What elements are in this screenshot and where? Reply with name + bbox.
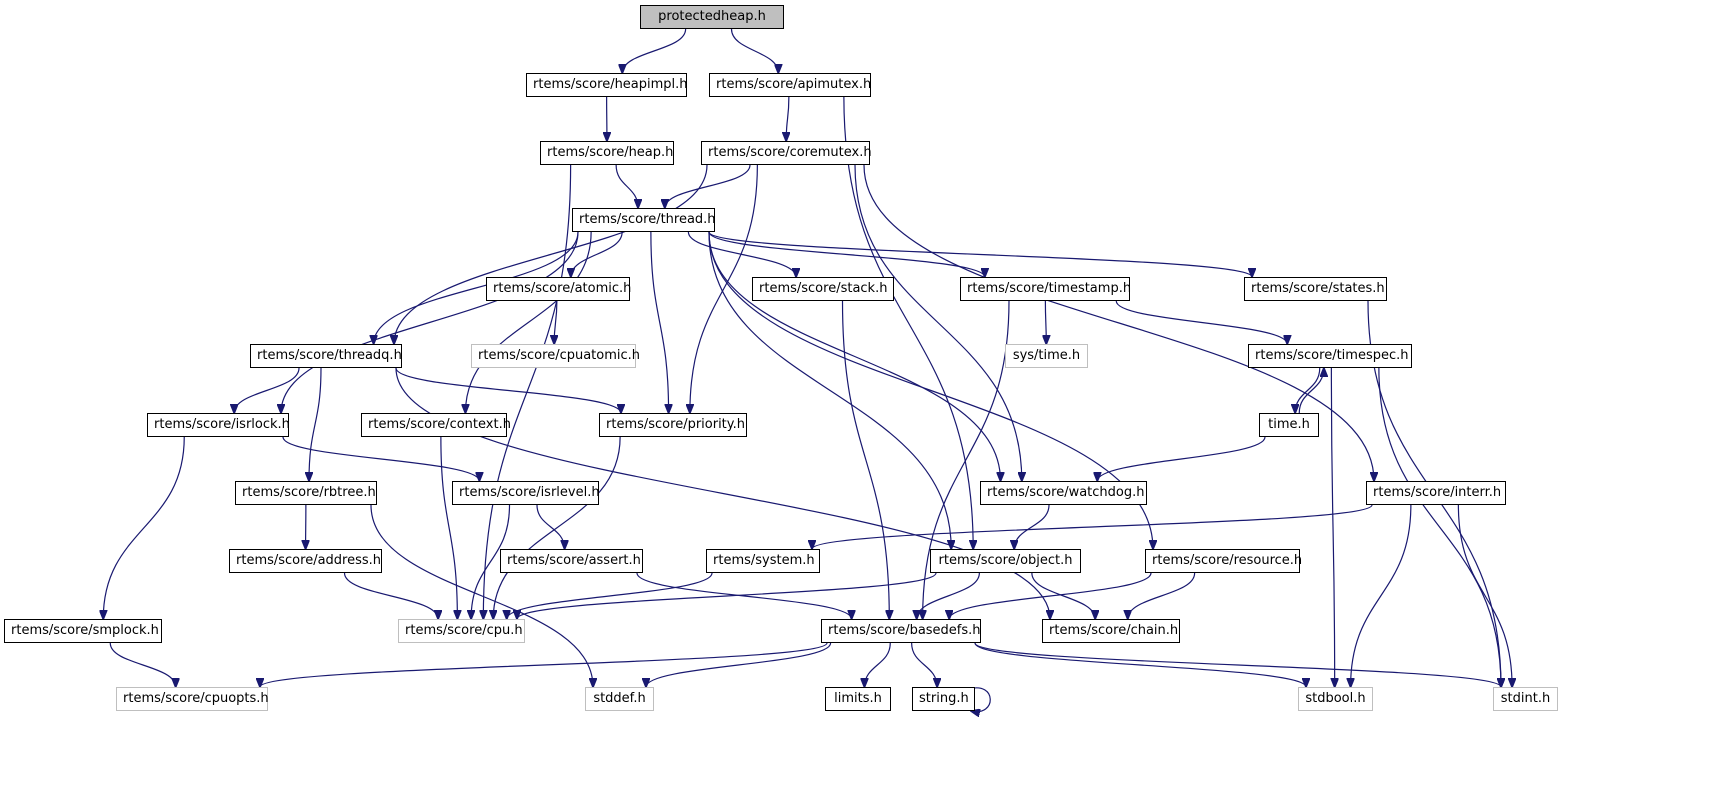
edge-threadq-to-priority (395, 367, 621, 413)
edge-apimutex-to-object (843, 96, 973, 549)
edge-thread-to-states (708, 231, 1252, 277)
node-cpuopts: rtems/score/cpuopts.h (116, 687, 269, 711)
edge-thread-to-atomic (571, 231, 623, 277)
edge-timestamp-to-systime (1045, 300, 1046, 344)
edge-coremutex-to-interr (863, 164, 1374, 481)
node-resource[interactable]: rtems/score/resource.h (1145, 549, 1302, 573)
node-stack[interactable]: rtems/score/stack.h (752, 277, 894, 301)
edge-rbtree-to-stddef (370, 504, 593, 687)
edge-object-to-basedefs (917, 572, 980, 619)
edge-system-to-cpu (507, 572, 713, 619)
node-cpuatomic: rtems/score/cpuatomic.h (471, 344, 640, 368)
node-stdbool: stdbool.h (1298, 687, 1373, 711)
edge-timestamp-to-basedefs (923, 300, 1010, 619)
edge-timespec-to-stdbool (1331, 367, 1334, 687)
edge-object-to-cpu (517, 572, 937, 619)
node-apimutex[interactable]: rtems/score/apimutex.h (709, 73, 871, 97)
edge-thread-to-priority (650, 231, 669, 413)
node-smplock[interactable]: rtems/score/smplock.h (4, 619, 162, 643)
node-cpu: rtems/score/cpu.h (398, 619, 525, 643)
edge-basedefs-to-limits (864, 642, 891, 687)
edge-basedefs-to-stdbool (974, 642, 1306, 687)
edge-coremutex-to-watchdog (854, 164, 1022, 481)
edge-timeh-to-timespec (1298, 368, 1324, 414)
edge-thread-to-object (708, 231, 951, 549)
node-states[interactable]: rtems/score/states.h (1244, 277, 1387, 301)
edge-timespec-to-stdint (1378, 367, 1501, 687)
edge-isrlevel-to-cpu (471, 504, 511, 619)
node-address[interactable]: rtems/score/address.h (229, 549, 382, 573)
edge-timestamp-to-timespec (1115, 300, 1287, 344)
node-priority[interactable]: rtems/score/priority.h (599, 413, 747, 437)
edge-atomic-to-cpuatomic (554, 300, 557, 344)
edge-assert-to-basedefs (636, 572, 852, 619)
edge-isrlock-to-isrlevel (282, 436, 479, 481)
node-stddef: stddef.h (585, 687, 654, 711)
edge-basedefs-to-stdint (974, 642, 1501, 687)
edge-thread-to-threadq (374, 231, 579, 344)
edge-priority-to-cpu (493, 436, 621, 619)
edge-resource-to-chain (1128, 572, 1196, 619)
node-stdint: stdint.h (1493, 687, 1558, 711)
node-assert[interactable]: rtems/score/assert.h (500, 549, 643, 573)
edge-timeh-to-watchdog (1097, 436, 1266, 481)
edge-threadq-to-rbtree (309, 367, 322, 481)
edge-basedefs-to-stddef (646, 642, 832, 687)
edge-watchdog-to-object (1014, 504, 1050, 549)
edge-thread-to-timestamp (708, 231, 985, 277)
edge-protectedheap-to-heapimpl (622, 28, 687, 73)
edge-thread-to-isrlock (281, 231, 579, 413)
node-systime: sys/time.h (1005, 344, 1088, 368)
node-heapimpl[interactable]: rtems/score/heapimpl.h (526, 73, 688, 97)
node-context[interactable]: rtems/score/context.h (361, 413, 511, 437)
node-isrlevel[interactable]: rtems/score/isrlevel.h (452, 481, 600, 505)
node-basedefs[interactable]: rtems/score/basedefs.h (821, 619, 981, 643)
edge-thread-to-watchdog (708, 231, 1001, 481)
node-coremutex[interactable]: rtems/score/coremutex.h (701, 141, 872, 165)
edge-thread-to-stack (687, 231, 796, 277)
edge-thread-to-context (465, 231, 592, 413)
edge-coremutex-to-priority (690, 164, 758, 413)
edge-interr-to-system (812, 504, 1373, 549)
node-string[interactable]: string.h (912, 687, 975, 711)
edge-basedefs-to-string (911, 642, 938, 687)
node-thread[interactable]: rtems/score/thread.h (572, 208, 716, 232)
edge-resource-to-basedefs (949, 572, 1152, 619)
node-threadq[interactable]: rtems/score/threadq.h (250, 344, 402, 368)
node-watchdog[interactable]: rtems/score/watchdog.h (980, 481, 1147, 505)
edge-heap-to-thread (615, 164, 638, 208)
node-interr[interactable]: rtems/score/interr.h (1366, 481, 1506, 505)
edge-address-to-cpu (343, 572, 439, 619)
edge-string-to-string (968, 687, 991, 712)
node-system[interactable]: rtems/system.h (706, 549, 820, 573)
node-timespec[interactable]: rtems/score/timespec.h (1248, 344, 1412, 368)
edge-timespec-to-timeh (1295, 367, 1321, 413)
edge-isrlock-to-smplock (103, 436, 185, 619)
edge-apimutex-to-coremutex (786, 96, 789, 141)
node-chain[interactable]: rtems/score/chain.h (1042, 619, 1180, 643)
edge-isrlevel-to-assert (536, 504, 565, 549)
node-object[interactable]: rtems/score/object.h (930, 549, 1081, 573)
node-rbtree[interactable]: rtems/score/rbtree.h (235, 481, 377, 505)
node-timeh[interactable]: time.h (1259, 413, 1319, 437)
node-timestamp[interactable]: rtems/score/timestamp.h (960, 277, 1131, 301)
edge-interr-to-stdbool (1351, 504, 1412, 687)
edge-protectedheap-to-apimutex (730, 28, 779, 73)
node-limits[interactable]: limits.h (825, 687, 891, 711)
node-atomic[interactable]: rtems/score/atomic.h (486, 277, 631, 301)
edge-object-to-chain (1031, 572, 1095, 619)
node-protectedheap: protectedheap.h (640, 5, 784, 29)
edge-threadq-to-isrlock (234, 367, 300, 413)
edge-basedefs-to-cpuopts (260, 642, 828, 687)
edge-interr-to-stdint (1457, 504, 1512, 687)
edge-smplock-to-cpuopts (109, 642, 175, 687)
edge-stack-to-basedefs (841, 300, 890, 619)
node-isrlock[interactable]: rtems/score/isrlock.h (147, 413, 290, 437)
node-heap[interactable]: rtems/score/heap.h (540, 141, 674, 165)
edge-context-to-cpu (440, 436, 458, 619)
edge-coremutex-to-thread (665, 164, 751, 208)
edge-coremutex-to-threadq (394, 164, 708, 344)
